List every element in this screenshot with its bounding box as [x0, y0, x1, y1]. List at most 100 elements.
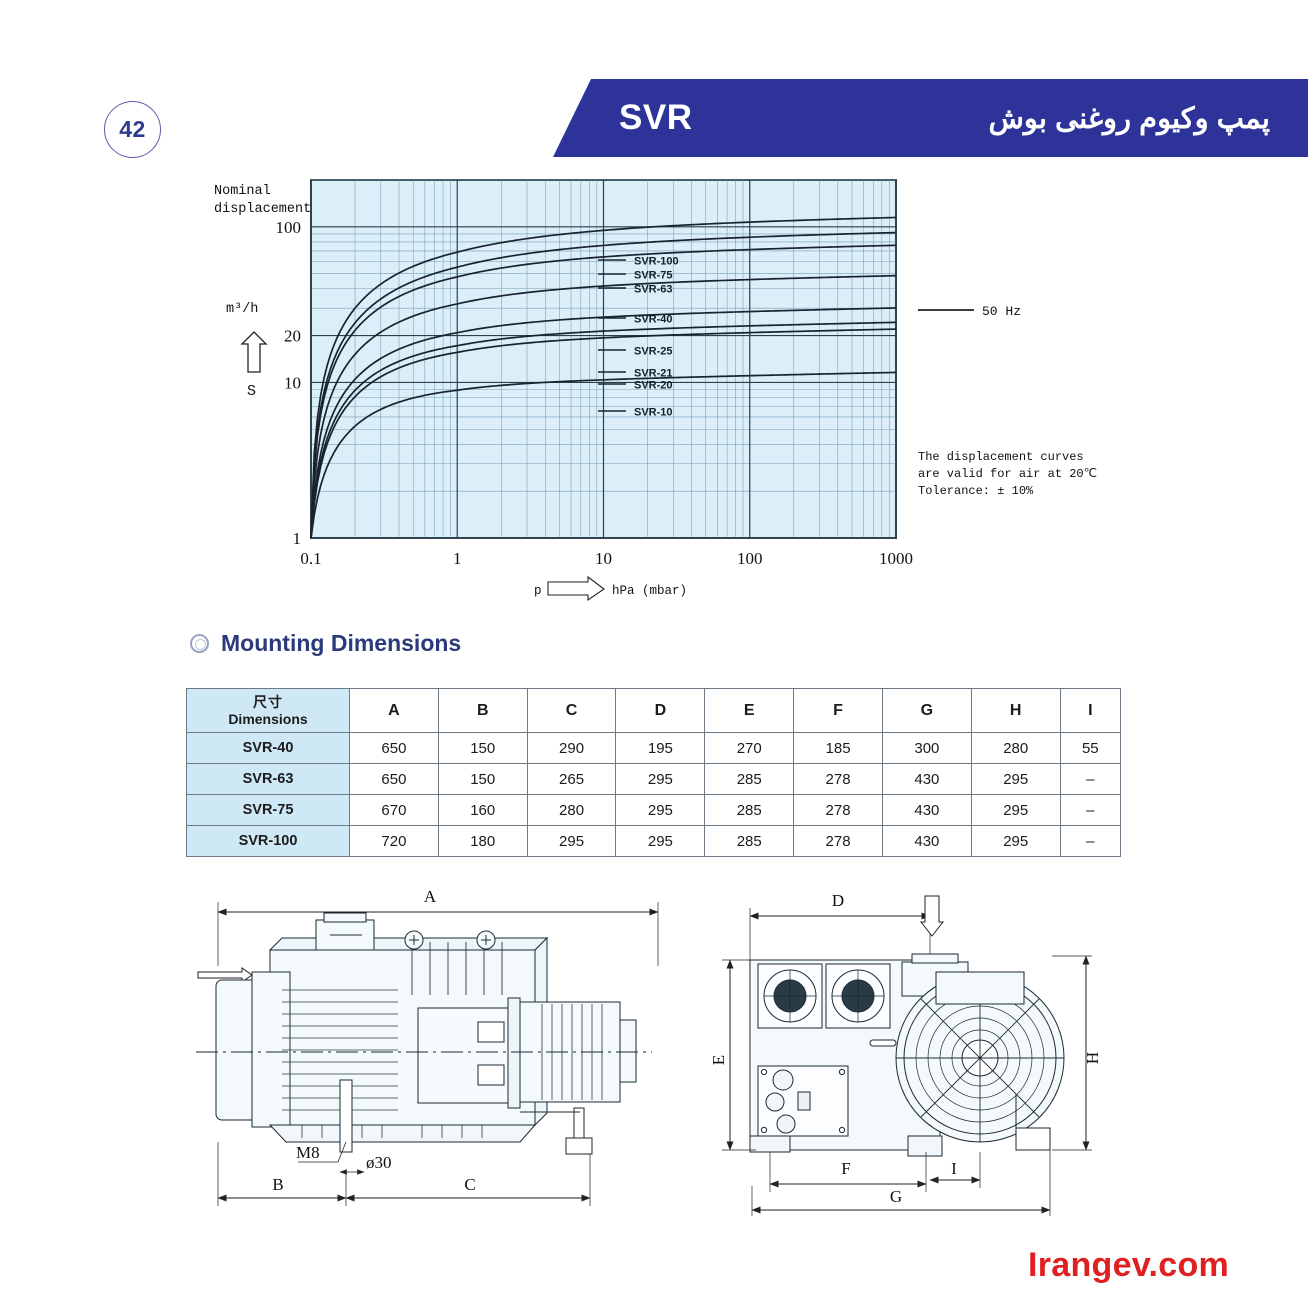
table-cell-d: 195 — [615, 732, 706, 764]
chart-series-label-svr-63: SVR-63 — [634, 284, 673, 296]
title-banner: SVR پمپ وکیوم روغنی بوش — [553, 79, 1308, 157]
table-col-header-g: G — [881, 688, 972, 733]
table-col-header-f: F — [793, 688, 883, 733]
chart-note-line-3: Tolerance: ± 10% — [918, 484, 1034, 498]
table-cell-h: 280 — [970, 732, 1061, 764]
table-col-header-e: E — [704, 688, 795, 733]
front-view-dim-d: D — [832, 891, 844, 910]
table-cell-b: 180 — [437, 825, 528, 857]
chart-series-label-svr-10: SVR-10 — [634, 407, 673, 419]
table-cell-i: 55 — [1059, 732, 1122, 764]
table-cell-h: 295 — [970, 825, 1061, 857]
page-header: 42 SVR پمپ وکیوم روغنی بوش — [0, 0, 1308, 190]
chart-y-caption-line1: Nominal — [214, 184, 271, 199]
chart-series-label-svr-21: SVR-21 — [634, 368, 673, 380]
table-cell-c: 265 — [526, 763, 617, 795]
chart-series-label-svr-75: SVR-75 — [634, 270, 673, 282]
chart-x-arrow-icon — [547, 575, 605, 602]
chart-series-label-svr-40: SVR-40 — [634, 314, 673, 326]
table-cell-a: 650 — [349, 732, 439, 764]
chart-x-tick-3: 100 — [737, 549, 763, 568]
chart-series-label-svr-25: SVR-25 — [634, 346, 673, 358]
side-view-callout-m8: M8 — [296, 1143, 320, 1162]
front-view-dim-i: I — [951, 1159, 957, 1178]
chart-series-label-svr-20: SVR-20 — [634, 380, 673, 392]
front-view-dim-f: F — [841, 1159, 850, 1178]
table-row-model: SVR-75 — [186, 794, 350, 826]
ring-icon — [190, 634, 209, 653]
table-corner-cell: 尺寸 Dimensions — [186, 688, 350, 733]
table-cell-i: – — [1059, 763, 1122, 795]
table-cell-g: 300 — [881, 732, 972, 764]
chart-y-tick-0: 1 — [293, 529, 302, 548]
technical-drawings: A — [190, 880, 1150, 1220]
chart-y-tick-1: 10 — [284, 373, 301, 392]
table-cell-a: 670 — [349, 794, 439, 826]
table-cell-e: 270 — [704, 732, 795, 764]
table-cell-e: 285 — [704, 763, 795, 795]
table-cell-f: 278 — [793, 763, 883, 795]
inlet-flow-arrow-icon — [197, 967, 253, 983]
table-cell-h: 295 — [970, 794, 1061, 826]
banner-model-label: SVR — [619, 98, 693, 137]
chart-note-line-2: are valid for air at 20℃ — [918, 467, 1097, 481]
chart-curves — [310, 216, 897, 539]
chart-x-unit: hPa (mbar) — [612, 584, 687, 598]
table-row-model: SVR-100 — [186, 825, 350, 857]
chart-x-tick-1: 1 — [453, 549, 462, 568]
table-col-header-i: I — [1059, 688, 1122, 733]
side-view-dim-c: C — [464, 1175, 475, 1194]
chart-x-tick-0: 0.1 — [300, 549, 321, 568]
chart-y-symbol: S — [247, 383, 256, 400]
table-cell-g: 430 — [881, 794, 972, 826]
table-cell-d: 295 — [615, 763, 706, 795]
side-view-callout-bore: ø30 — [366, 1153, 392, 1172]
chart-series-label-svr-100: SVR-100 — [634, 256, 679, 268]
banner-title-persian: پمپ وکیوم روغنی بوش — [988, 102, 1270, 135]
chart-y-tick-3: 100 — [276, 218, 302, 237]
chart-legend-label: 50 Hz — [982, 304, 1021, 319]
chart-x-tick-2: 10 — [595, 549, 612, 568]
mounting-dimensions-heading: Mounting Dimensions — [190, 630, 461, 657]
chart-note-line-1: The displacement curves — [918, 450, 1084, 464]
front-view-dim-e: E — [709, 1055, 728, 1065]
page-number-text: 42 — [119, 116, 146, 142]
front-view-drawing: D — [709, 891, 1102, 1216]
table-cell-i: – — [1059, 794, 1122, 826]
table-cell-d: 295 — [615, 794, 706, 826]
table-corner-cn: 尺寸 — [253, 694, 283, 711]
table-cell-a: 720 — [349, 825, 439, 857]
table-cell-g: 430 — [881, 763, 972, 795]
table-cell-f: 278 — [793, 794, 883, 826]
table-cell-b: 150 — [437, 763, 528, 795]
table-cell-f: 185 — [793, 732, 883, 764]
table-col-header-h: H — [970, 688, 1061, 733]
table-row-model: SVR-40 — [186, 732, 350, 764]
front-view-dim-g: G — [890, 1187, 902, 1206]
chart-y-unit: m³/h — [226, 302, 258, 317]
table-cell-f: 278 — [793, 825, 883, 857]
table-col-header-b: B — [437, 688, 528, 733]
table-cell-a: 650 — [349, 763, 439, 795]
top-flow-arrow-icon — [919, 895, 945, 937]
table-cell-c: 290 — [526, 732, 617, 764]
chart-grid-major — [310, 180, 897, 539]
table-col-header-d: D — [615, 688, 706, 733]
table-cell-g: 430 — [881, 825, 972, 857]
page-number-badge: 42 — [104, 101, 161, 158]
chart-x-tick-4: 1000 — [879, 549, 913, 568]
front-view-dim-h: H — [1083, 1052, 1102, 1064]
table-cell-h: 295 — [970, 763, 1061, 795]
side-view-drawing: A — [196, 887, 659, 1206]
table-col-header-a: A — [349, 688, 439, 733]
chart-series-labels: SVR-100SVR-75SVR-63SVR-40SVR-25SVR-21SVR… — [598, 256, 679, 419]
chart-x-symbol: p — [534, 584, 542, 598]
table-cell-d: 295 — [615, 825, 706, 857]
table-cell-c: 295 — [526, 825, 617, 857]
